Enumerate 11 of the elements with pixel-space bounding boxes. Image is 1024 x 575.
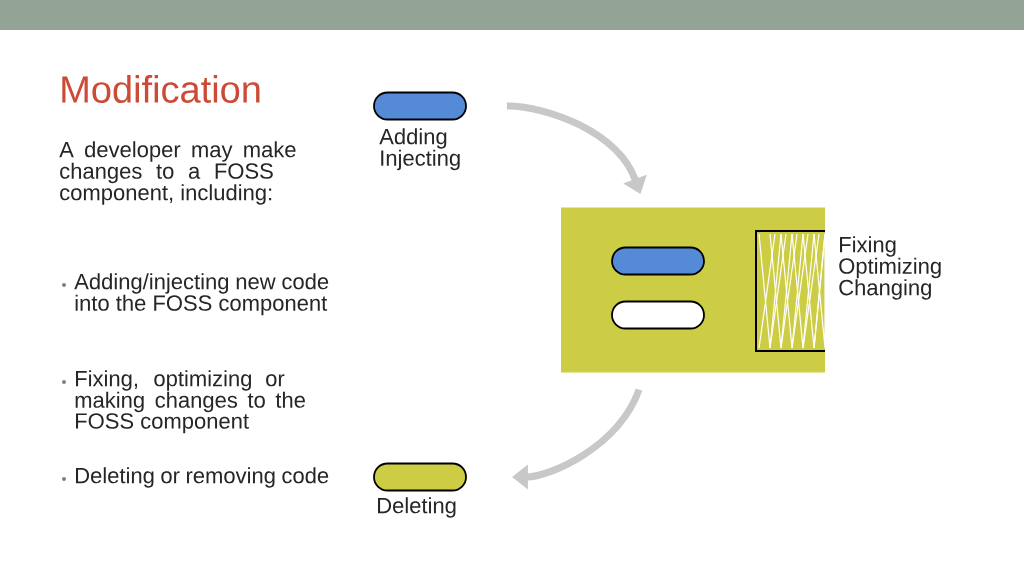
pill-shape [611, 300, 705, 330]
node-label: Adding Injecting [379, 128, 460, 171]
title: Modification [62, 75, 260, 103]
bullet-item: Adding/injecting new code into the FOSS component [62, 273, 329, 316]
node-label: Fixing Optimizing Changing [839, 236, 941, 300]
hatched-box [755, 230, 826, 352]
pill-shape [611, 246, 705, 276]
bullet-item: Deleting or removing code [62, 467, 329, 488]
bullet-item: Fixing, optimizing or making changes to the FOSS component [62, 370, 305, 434]
node-label: Deleting [378, 497, 456, 518]
paragraph: A developer may make changes to a FOSS component, including: [59, 141, 296, 205]
